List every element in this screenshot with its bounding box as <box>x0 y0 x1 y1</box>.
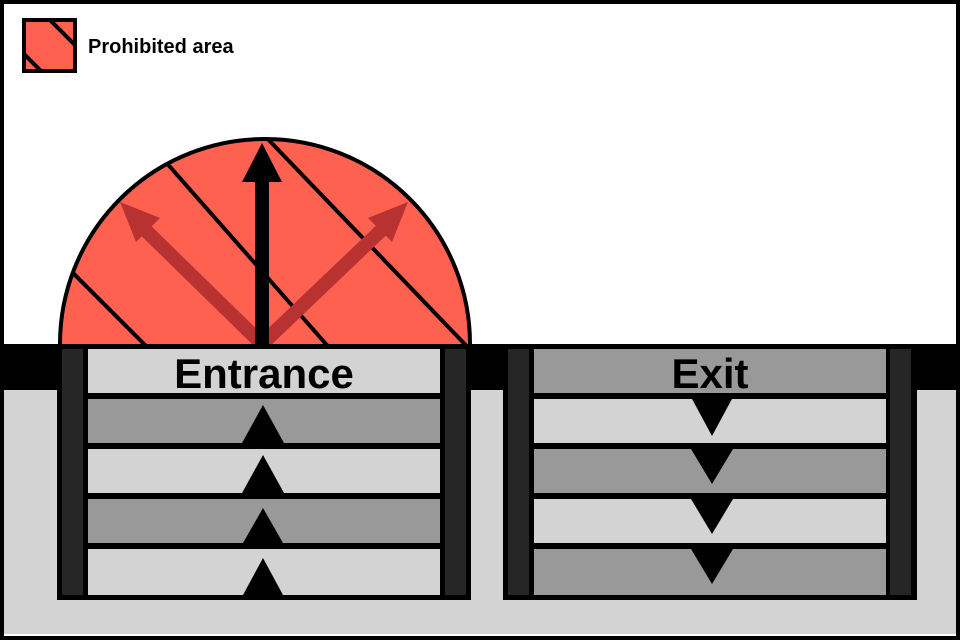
left-rail <box>508 349 529 595</box>
left-rail <box>62 349 83 595</box>
entrance-label: Entrance <box>174 350 354 397</box>
arrow-straight-icon <box>242 143 282 182</box>
exit-landing <box>534 349 886 393</box>
exit-label: Exit <box>671 350 748 397</box>
triangle-up-icon <box>242 455 284 493</box>
legend: Prohibited area <box>22 18 234 73</box>
triangle-up-icon <box>243 558 283 595</box>
triangle-up-icon <box>243 508 283 543</box>
triangle-up-icon <box>242 405 284 443</box>
arrow-left-diagonal-shaft <box>130 214 267 350</box>
entrance-stairs: Entrance <box>57 344 471 600</box>
prohibited-area <box>58 137 472 350</box>
triangle-down-icon <box>691 397 733 436</box>
entrance-landing <box>88 349 440 393</box>
arrow-straight-shaft <box>255 175 269 345</box>
right-rail <box>445 349 466 595</box>
arrow-right-diagonal-icon <box>368 202 408 242</box>
arrow-left-diagonal-icon <box>120 202 160 242</box>
legend-label: Prohibited area <box>88 36 234 58</box>
triangle-down-icon <box>691 549 733 584</box>
triangle-down-icon <box>691 499 733 534</box>
exit-stairs: Exit <box>503 344 917 600</box>
right-rail <box>890 349 911 595</box>
triangle-down-icon <box>691 449 733 484</box>
prohibited-outline <box>58 137 472 345</box>
arrow-right-diagonal-shaft <box>257 214 397 350</box>
